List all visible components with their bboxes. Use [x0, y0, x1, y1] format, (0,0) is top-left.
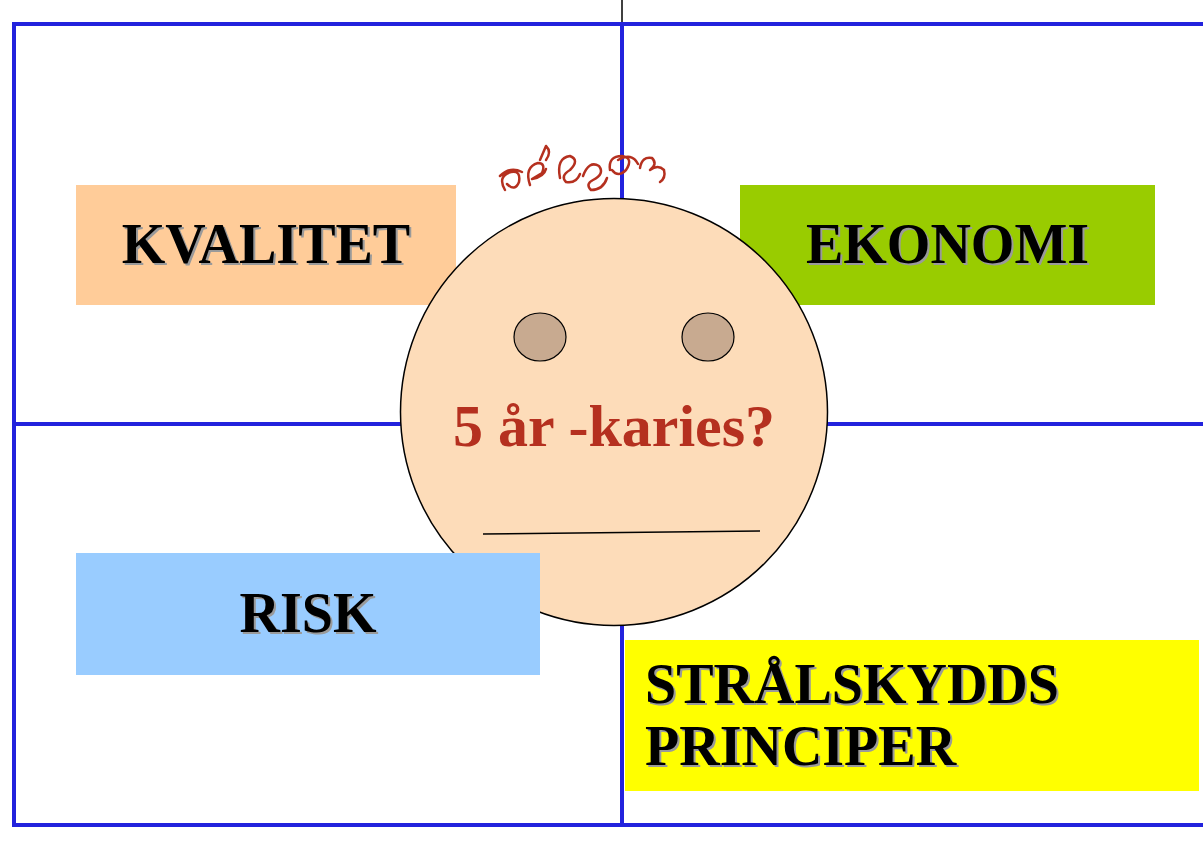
quality-box: KVALITET: [76, 185, 456, 305]
grid-line: [12, 22, 1203, 26]
box-label: EKONOMI: [806, 214, 1089, 276]
scribble-hair: [500, 146, 665, 190]
risk-box: RISK: [76, 553, 540, 675]
radiation-box: STRÅLSKYDDS PRINCIPER: [625, 640, 1199, 791]
box-label: RISK: [240, 583, 377, 645]
tick-line: [621, 0, 623, 24]
box-label: STRÅLSKYDDS PRINCIPER: [645, 654, 1179, 777]
eye: [682, 313, 734, 361]
box-label: KVALITET: [122, 214, 410, 276]
grid-line: [12, 823, 1203, 827]
circle-label: 5 år -karies?: [399, 393, 829, 459]
mouth-line: [483, 531, 760, 534]
eye: [514, 313, 566, 361]
economy-box: EKONOMI: [740, 185, 1155, 305]
